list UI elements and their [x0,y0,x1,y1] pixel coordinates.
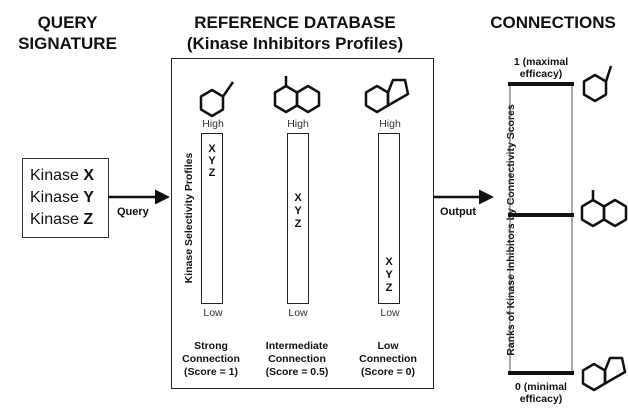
kinase-y-row: Kinase Y [30,187,94,209]
col1-high-label: High [202,118,224,130]
col3-caption-line2: Connection [359,353,417,365]
kinase-z-prefix: Kinase [30,211,79,228]
top-rank-label-line1: 1 (maximal [513,56,569,68]
col2-letter-x: X [294,192,302,204]
kinase-x-prefix: Kinase [30,167,79,184]
col3-letter-y: Y [385,269,393,281]
kinase-x-row: Kinase X [30,165,94,187]
col3-caption-line1: Low [377,340,399,352]
col2-caption: Intermediate Connection (Score = 0.5) [249,340,345,379]
col1-low-label: Low [203,307,223,319]
col2-letter-z: Z [294,218,302,230]
col1-profile-bar [201,133,223,304]
col3-caption: Low Connection (Score = 0) [340,340,436,379]
connection-molecule-3-icon [581,356,627,392]
bottom-rank-label-line1: 0 (minimal [515,381,567,393]
col1-letter-y: Y [208,155,216,167]
col2-high-label: High [287,118,309,130]
reference-title-line1: REFERENCE DATABASE [194,13,396,32]
molecule-1-icon [199,81,235,118]
query-title-line2: SIGNATURE [18,34,117,53]
query-signature-title: QUERY SIGNATURE [0,12,135,54]
kinase-y-prefix: Kinase [30,189,79,206]
kinase-z-row: Kinase Z [30,209,93,231]
col3-letter-x: X [385,256,393,268]
kinase-x-letter: X [83,167,95,184]
col1-caption-line1: Strong [194,340,228,352]
col1-caption-line3: (Score = 1) [184,366,238,378]
molecule-2-icon [273,76,321,114]
col1-letter-x: X [208,143,216,155]
reference-title-line2: (Kinase Inhibitors Profiles) [186,34,404,53]
connections-panel-frame [509,83,573,374]
kinase-z-letter: Z [83,211,94,228]
top-rank-label: 1 (maximal efficacy) [500,56,582,80]
col2-low-label: Low [288,307,308,319]
query-title-line1: QUERY [37,13,98,32]
reference-database-title: REFERENCE DATABASE (Kinase Inhibitors Pr… [150,12,440,54]
connection-molecule-1-icon [582,65,613,103]
col2-caption-line2: Connection [268,353,326,365]
query-signature-box: Kinase X Kinase Y Kinase Z [22,158,109,238]
col2-letter-y: Y [294,205,302,217]
col3-low-label: Low [380,307,400,319]
output-arrow-label: Output [440,206,477,218]
molecule-3-icon [364,78,410,114]
col2-profile-bar [287,133,309,304]
col1-letter-z: Z [208,167,216,179]
connections-title: CONNECTIONS [490,13,616,32]
col1-caption-line2: Connection [182,353,240,365]
top-rank-label-line2: efficacy) [519,68,563,80]
col2-caption-line3: (Score = 0.5) [265,366,329,378]
col3-caption-line3: (Score = 0) [361,366,415,378]
kinase-y-letter: Y [83,189,95,206]
col3-high-label: High [379,118,401,130]
col3-profile-bar [378,133,400,304]
bottom-rank-label: 0 (minimal efficacy) [500,381,582,405]
query-arrow-label: Query [117,206,149,218]
bottom-rank-label-line2: efficacy) [519,393,563,405]
connection-molecule-2-icon [580,190,628,228]
col3-letter-z: Z [385,282,393,294]
col2-caption-line1: Intermediate [265,340,329,352]
col1-caption: Strong Connection (Score = 1) [163,340,259,379]
